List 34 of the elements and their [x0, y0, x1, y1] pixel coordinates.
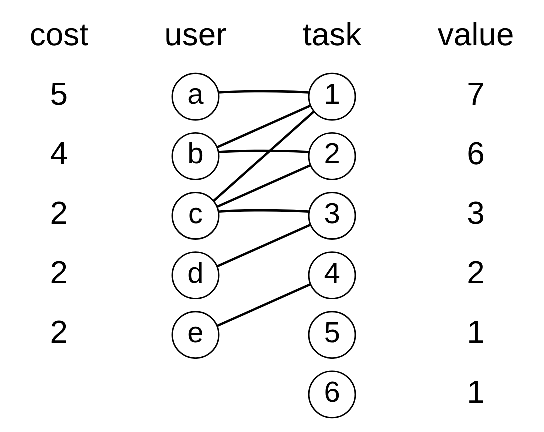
- label: 1: [467, 374, 485, 410]
- node-circle: a: [172, 72, 220, 121]
- node-circle: c: [172, 192, 220, 240]
- label: 2: [50, 314, 68, 350]
- connector: [218, 150, 310, 154]
- connector: [217, 164, 312, 208]
- connector: [217, 224, 312, 268]
- connector: [213, 110, 315, 202]
- connector: [217, 283, 312, 328]
- node-circle: 1: [308, 72, 356, 121]
- label: task: [302, 16, 362, 52]
- connector: [218, 209, 310, 214]
- node-circle: 5: [308, 311, 356, 360]
- node-circle: 3: [308, 192, 356, 240]
- node-circle: e: [172, 311, 220, 360]
- label: value: [438, 16, 514, 52]
- connector: [218, 90, 310, 94]
- label: 5: [50, 76, 68, 112]
- label: 3: [467, 195, 485, 232]
- label: 2: [467, 254, 485, 291]
- node-circle: 6: [308, 370, 356, 419]
- label: 1: [467, 314, 485, 350]
- node-circle: b: [172, 132, 220, 180]
- label: user: [164, 16, 227, 52]
- label: 4: [50, 136, 68, 172]
- label: 6: [467, 136, 485, 172]
- node-circle: d: [172, 252, 220, 300]
- node-circle: 2: [308, 132, 356, 180]
- label: 2: [50, 195, 68, 232]
- label: 2: [50, 254, 68, 291]
- node-circle: 4: [308, 252, 356, 300]
- label: cost: [30, 16, 88, 52]
- connector: [217, 104, 312, 148]
- label: 7: [467, 76, 485, 112]
